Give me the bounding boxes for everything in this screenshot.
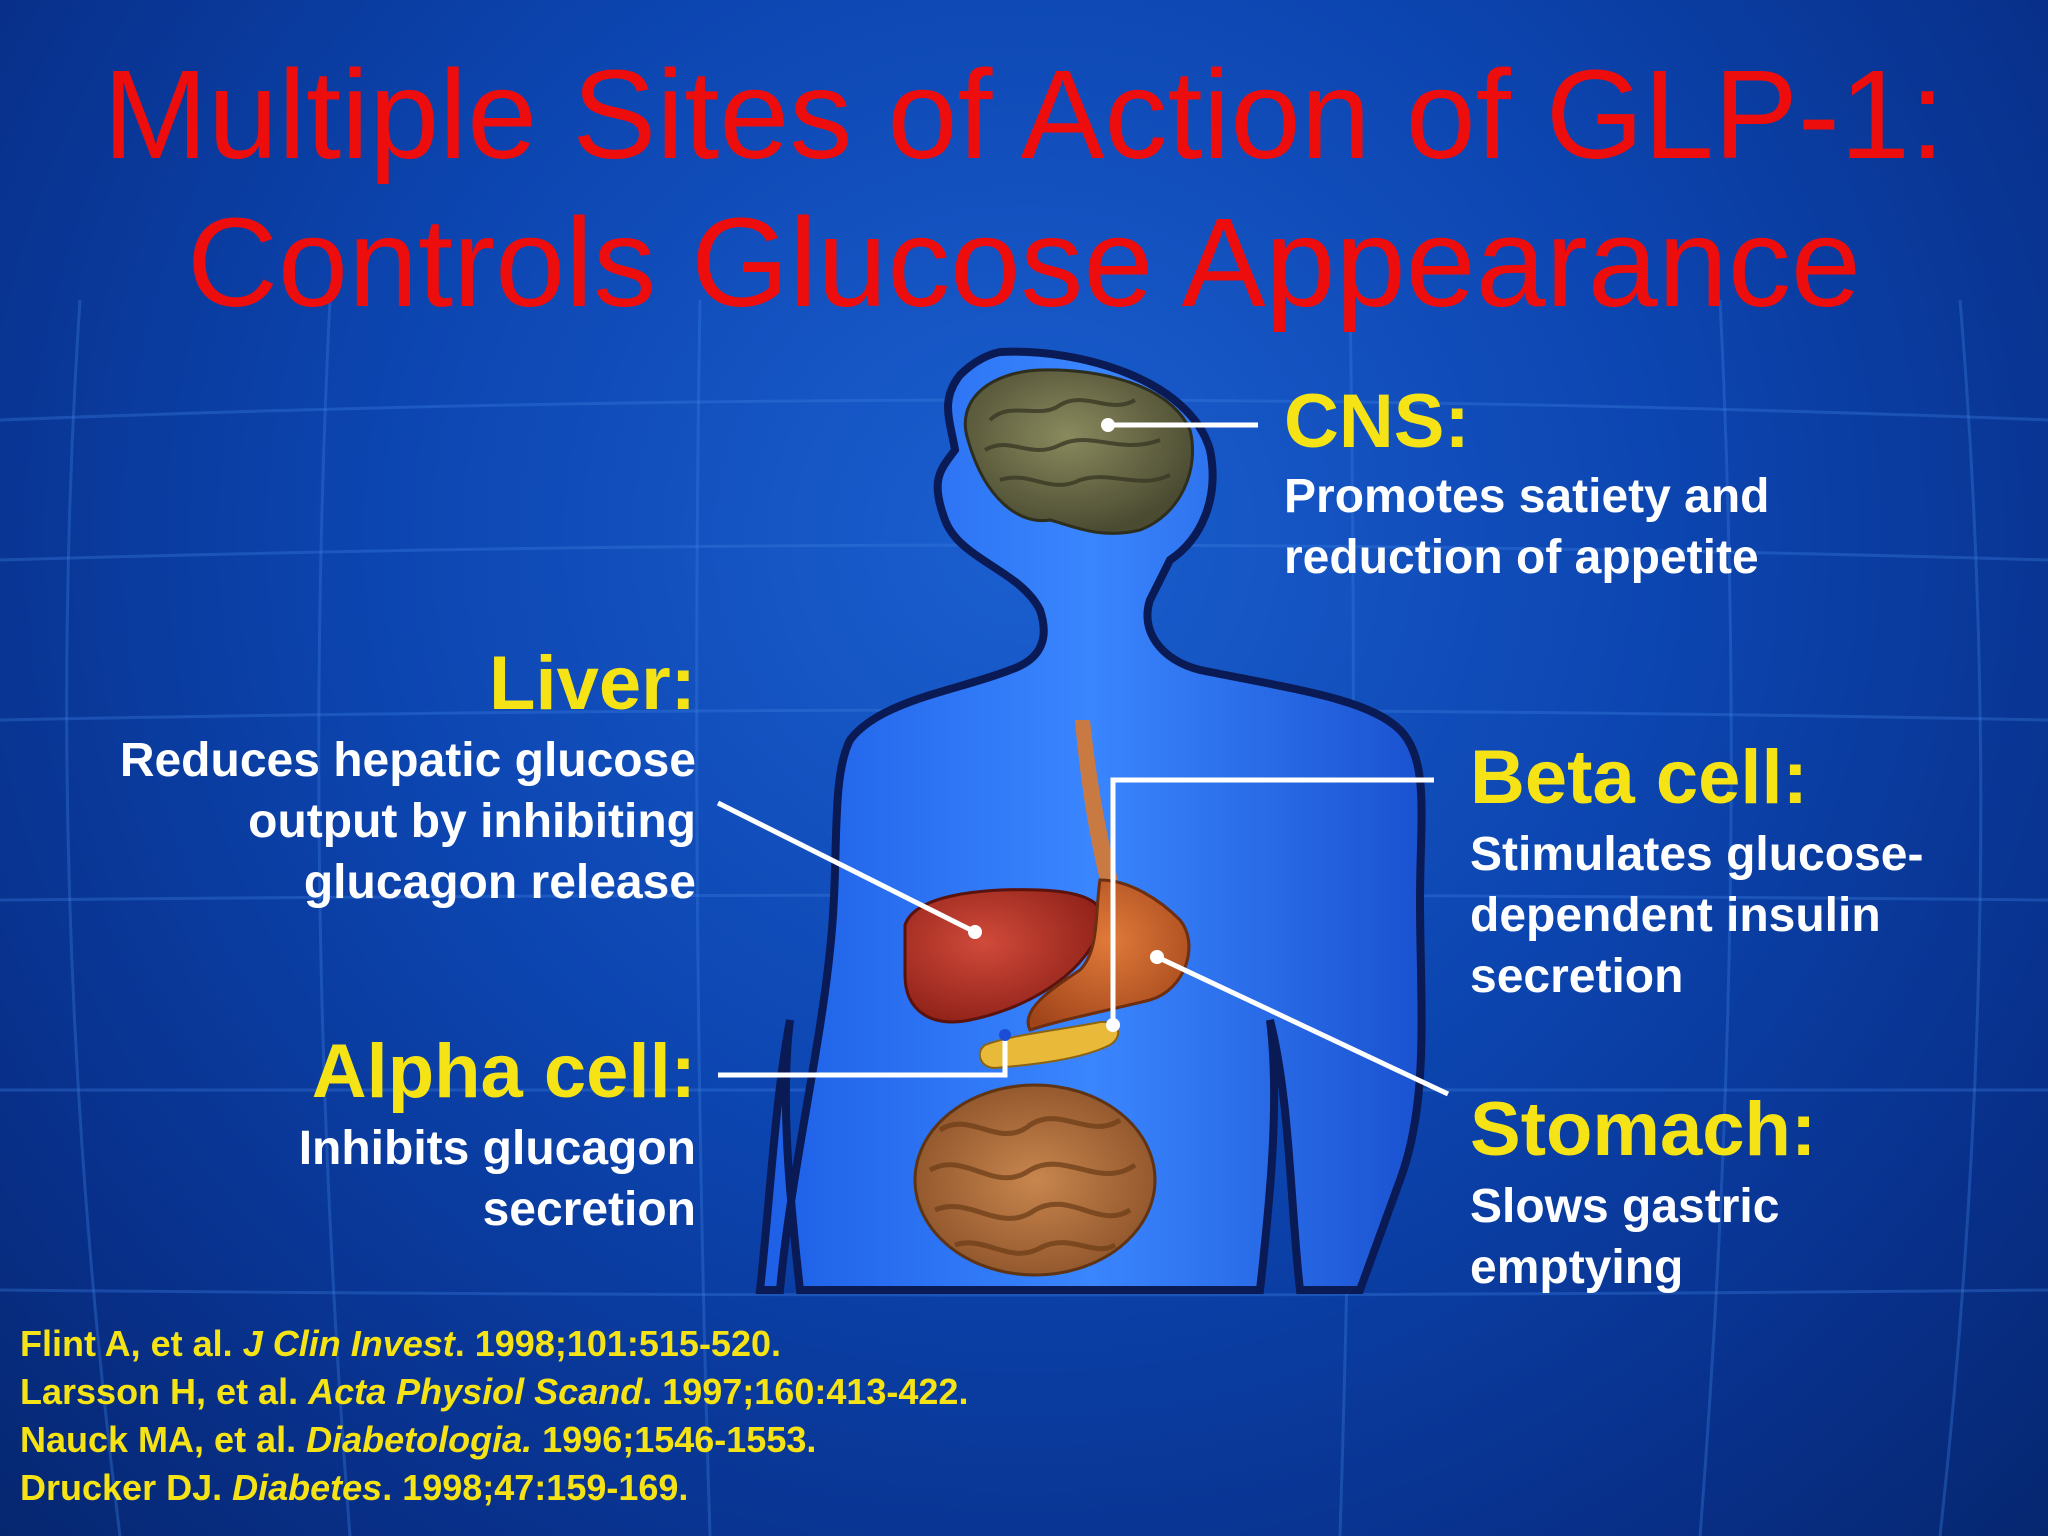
reference-item: Drucker DJ. Diabetes. 1998;47:159-169.	[20, 1467, 689, 1508]
liver-leader-line	[716, 800, 977, 935]
stomach-description-line: Slows gastric	[1470, 1180, 1780, 1233]
cns-description-line: Promotes satiety and	[1284, 470, 1770, 523]
cns-marker	[1101, 418, 1115, 432]
reference-item: Nauck MA, et al. Diabetologia. 1996;1546…	[20, 1419, 817, 1460]
page-title-line-2: Controls Glucose Appearance	[187, 192, 1861, 333]
intestines-illustration	[913, 1083, 1157, 1277]
stomach-marker	[1150, 950, 1164, 964]
stomach-illustration	[1026, 878, 1191, 1032]
liver-description-line: glucagon release	[303, 856, 696, 909]
esophagus-illustration	[1075, 720, 1118, 880]
alpha-cell-leader-line	[718, 1035, 1008, 1078]
beta-cell-description-line: Stimulates glucose-	[1470, 828, 1924, 881]
reference-item: Larsson H, et al. Acta Physiol Scand. 19…	[20, 1371, 969, 1412]
cns-description: Promotes satiety and reduction of appeti…	[1284, 466, 1769, 588]
pancreas-illustration	[978, 1020, 1120, 1070]
page-title-line-1: Multiple Sites of Action of GLP-1:	[103, 44, 1945, 185]
liver-description: Reduces hepatic glucose output by inhibi…	[120, 730, 696, 913]
beta-cell-marker	[1106, 1018, 1120, 1032]
alpha-cell-description-line: secretion	[482, 1183, 696, 1236]
stomach-description-line: emptying	[1470, 1241, 1684, 1294]
alpha-cell-marker	[999, 1029, 1011, 1041]
references-list: Flint A, et al. J Clin Invest. 1998;101:…	[20, 1320, 968, 1512]
beta-cell-leader-line	[1110, 777, 1434, 1025]
liver-label: Liver:	[489, 641, 696, 726]
cns-label: CNS:	[1284, 379, 1470, 464]
alpha-cell-label: Alpha cell:	[311, 1029, 696, 1114]
reference-item: Flint A, et al. J Clin Invest. 1998;101:…	[20, 1323, 781, 1364]
liver-description-line: Reduces hepatic glucose	[119, 734, 696, 787]
liver-marker	[968, 925, 982, 939]
stomach-label: Stomach:	[1470, 1087, 1817, 1172]
alpha-cell-description-line: Inhibits glucagon	[298, 1122, 696, 1175]
alpha-cell-description: Inhibits glucagon secretion	[299, 1118, 696, 1240]
beta-cell-label: Beta cell:	[1470, 735, 1808, 820]
beta-cell-description-line: dependent insulin	[1470, 889, 1881, 942]
beta-cell-description-line: secretion	[1470, 950, 1684, 1003]
stomach-leader-line	[1155, 954, 1450, 1097]
cns-description-line: reduction of appetite	[1284, 531, 1759, 584]
stomach-description: Slows gastric emptying	[1470, 1176, 1779, 1298]
beta-cell-description: Stimulates glucose- dependent insulin se…	[1470, 824, 1923, 1007]
liver-description-line: output by inhibiting	[248, 795, 696, 848]
